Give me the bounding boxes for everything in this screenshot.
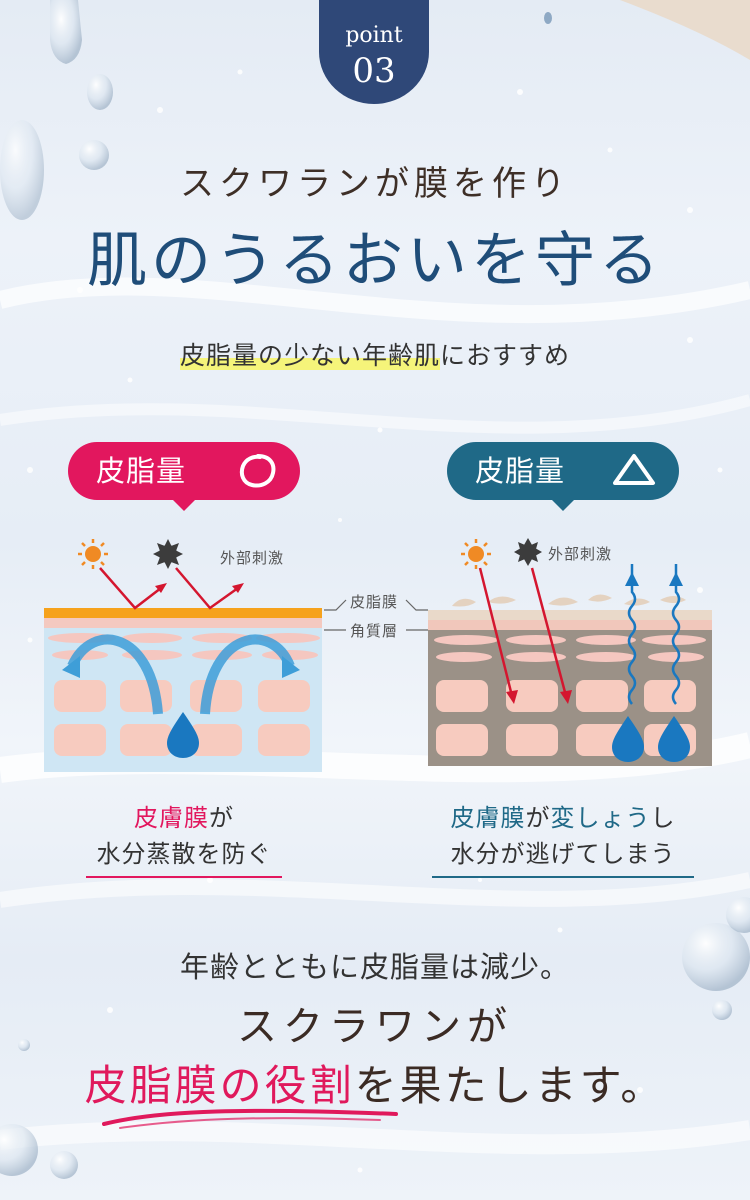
headline-line1: スクワランが膜を作り bbox=[180, 164, 570, 204]
triangle-icon bbox=[613, 454, 655, 485]
left-pill-tail bbox=[172, 499, 196, 511]
subheading-rest: におすすめ bbox=[440, 341, 571, 370]
closing-line3-rest: を果たします。 bbox=[354, 1061, 666, 1110]
sun-icon bbox=[78, 539, 108, 569]
water-drop-icon bbox=[658, 716, 690, 762]
right-caption-mid: が bbox=[525, 804, 551, 832]
subheading: 皮脂量の少ない年齢肌におすすめ bbox=[0, 336, 750, 374]
badge-word: point bbox=[345, 23, 403, 48]
left-caption-line1-rest: が bbox=[209, 804, 234, 832]
left-caption: 皮膚膜が 水分蒸散を防ぐ bbox=[86, 800, 282, 872]
right-caption-underline bbox=[432, 876, 694, 878]
subheading-highlight: 皮脂量の少ない年齢肌 bbox=[179, 341, 440, 370]
left-caption-accent: 皮膚膜 bbox=[134, 804, 209, 832]
right-pill-tail bbox=[551, 499, 575, 511]
closing-accent: 皮脂膜の役割 bbox=[84, 1061, 355, 1110]
water-drop-icon bbox=[167, 712, 199, 758]
water-drop-icon bbox=[612, 716, 644, 762]
right-stimulus-label: 外部刺激 bbox=[548, 545, 613, 563]
stratum-corneum-label: 角質層 bbox=[350, 622, 399, 640]
brush-underline bbox=[102, 1108, 398, 1129]
label-connector-lines bbox=[324, 599, 428, 631]
right-caption-accent2: 変しょう bbox=[550, 804, 651, 832]
right-caption: 皮膚膜が変しょうし 水分が逃げてしまう bbox=[432, 800, 694, 872]
left-pill-label: 皮脂量 bbox=[96, 454, 187, 488]
badge-number: 03 bbox=[352, 51, 396, 91]
damaged-skin-diagram bbox=[428, 538, 712, 766]
headline-line2: 肌のうるおいを守る bbox=[87, 226, 663, 296]
sun-icon bbox=[461, 539, 491, 569]
dust-icon bbox=[153, 539, 183, 569]
dust-icon bbox=[514, 538, 542, 566]
point-badge: point 03 bbox=[319, 0, 429, 104]
closing-line2: スクラワンが bbox=[237, 1004, 513, 1050]
right-sebum-pill: 皮脂量 bbox=[447, 442, 679, 511]
right-caption-accent: 皮膚膜 bbox=[450, 804, 526, 832]
sebum-film-label: 皮脂膜 bbox=[350, 593, 399, 611]
circle-icon bbox=[239, 454, 276, 488]
left-caption-line2: 水分蒸散を防ぐ bbox=[96, 840, 272, 868]
healthy-skin-diagram bbox=[44, 539, 322, 772]
closing-line1: 年齢とともに皮脂量は減少。 bbox=[179, 950, 570, 984]
left-stimulus-label: 外部刺激 bbox=[220, 549, 285, 567]
right-pill-label: 皮脂量 bbox=[475, 454, 566, 488]
right-caption-line2: 水分が逃げてしまう bbox=[450, 840, 676, 868]
closing-line3: 皮脂膜の役割を果たします。 bbox=[0, 1052, 750, 1113]
left-caption-underline bbox=[86, 876, 282, 878]
left-sebum-pill: 皮脂量 bbox=[68, 442, 300, 511]
right-caption-line1-rest: し bbox=[650, 804, 676, 832]
